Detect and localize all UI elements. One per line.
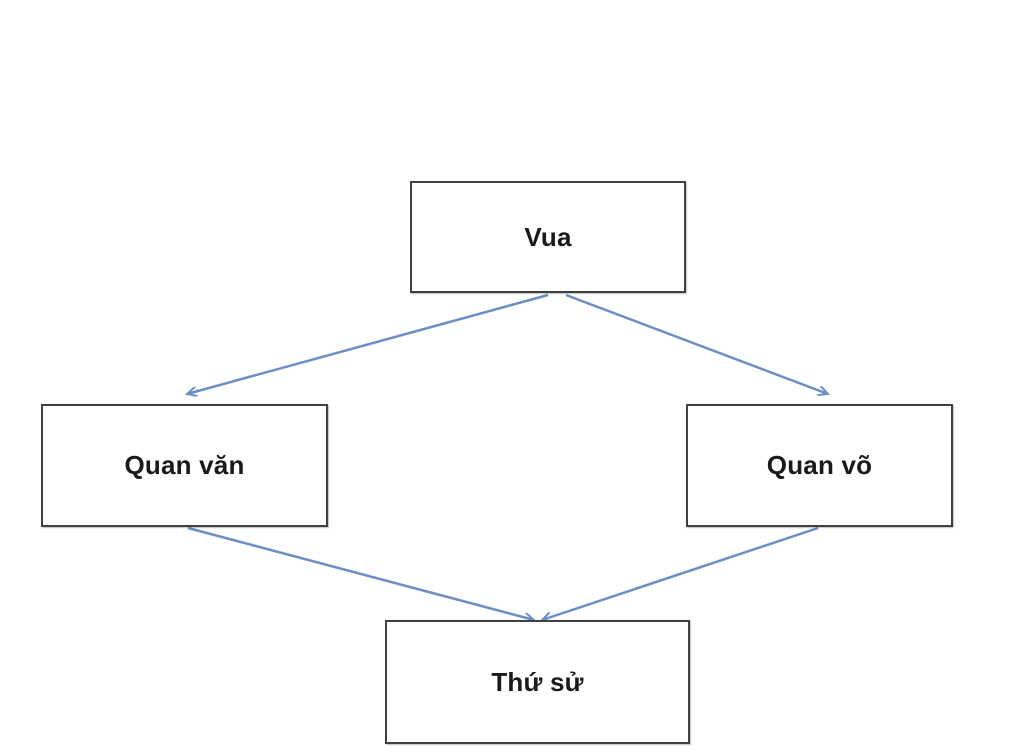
node-quan-vo: Quan võ [686, 404, 953, 527]
edge-quan-van-thu-su [187, 526, 534, 620]
node-label-vua: Vua [524, 221, 572, 252]
node-label-quan-vo: Quan võ [766, 450, 873, 480]
edge-vua-quan-van [187, 293, 549, 394]
edge-quan-vo-thu-su [542, 526, 819, 620]
node-label-quan-van: Quan văn [124, 450, 245, 480]
node-vua: Vua [410, 181, 686, 293]
node-quan-van: Quan văn [41, 404, 328, 527]
edge-vua-quan-vo [565, 293, 828, 394]
node-thu-su: Thứ sử [385, 620, 690, 744]
node-label-thu-su: Thứ sử [491, 666, 584, 697]
